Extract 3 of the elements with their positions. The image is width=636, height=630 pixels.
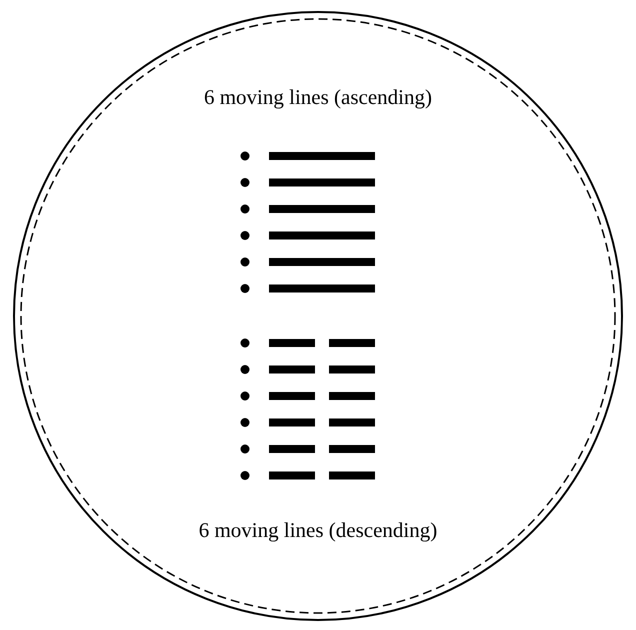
circle-node: [12, 10, 624, 622]
caption-text: 6 moving lines (ascending): [204, 85, 432, 110]
caption-text: 6 moving lines (descending): [198, 518, 438, 543]
